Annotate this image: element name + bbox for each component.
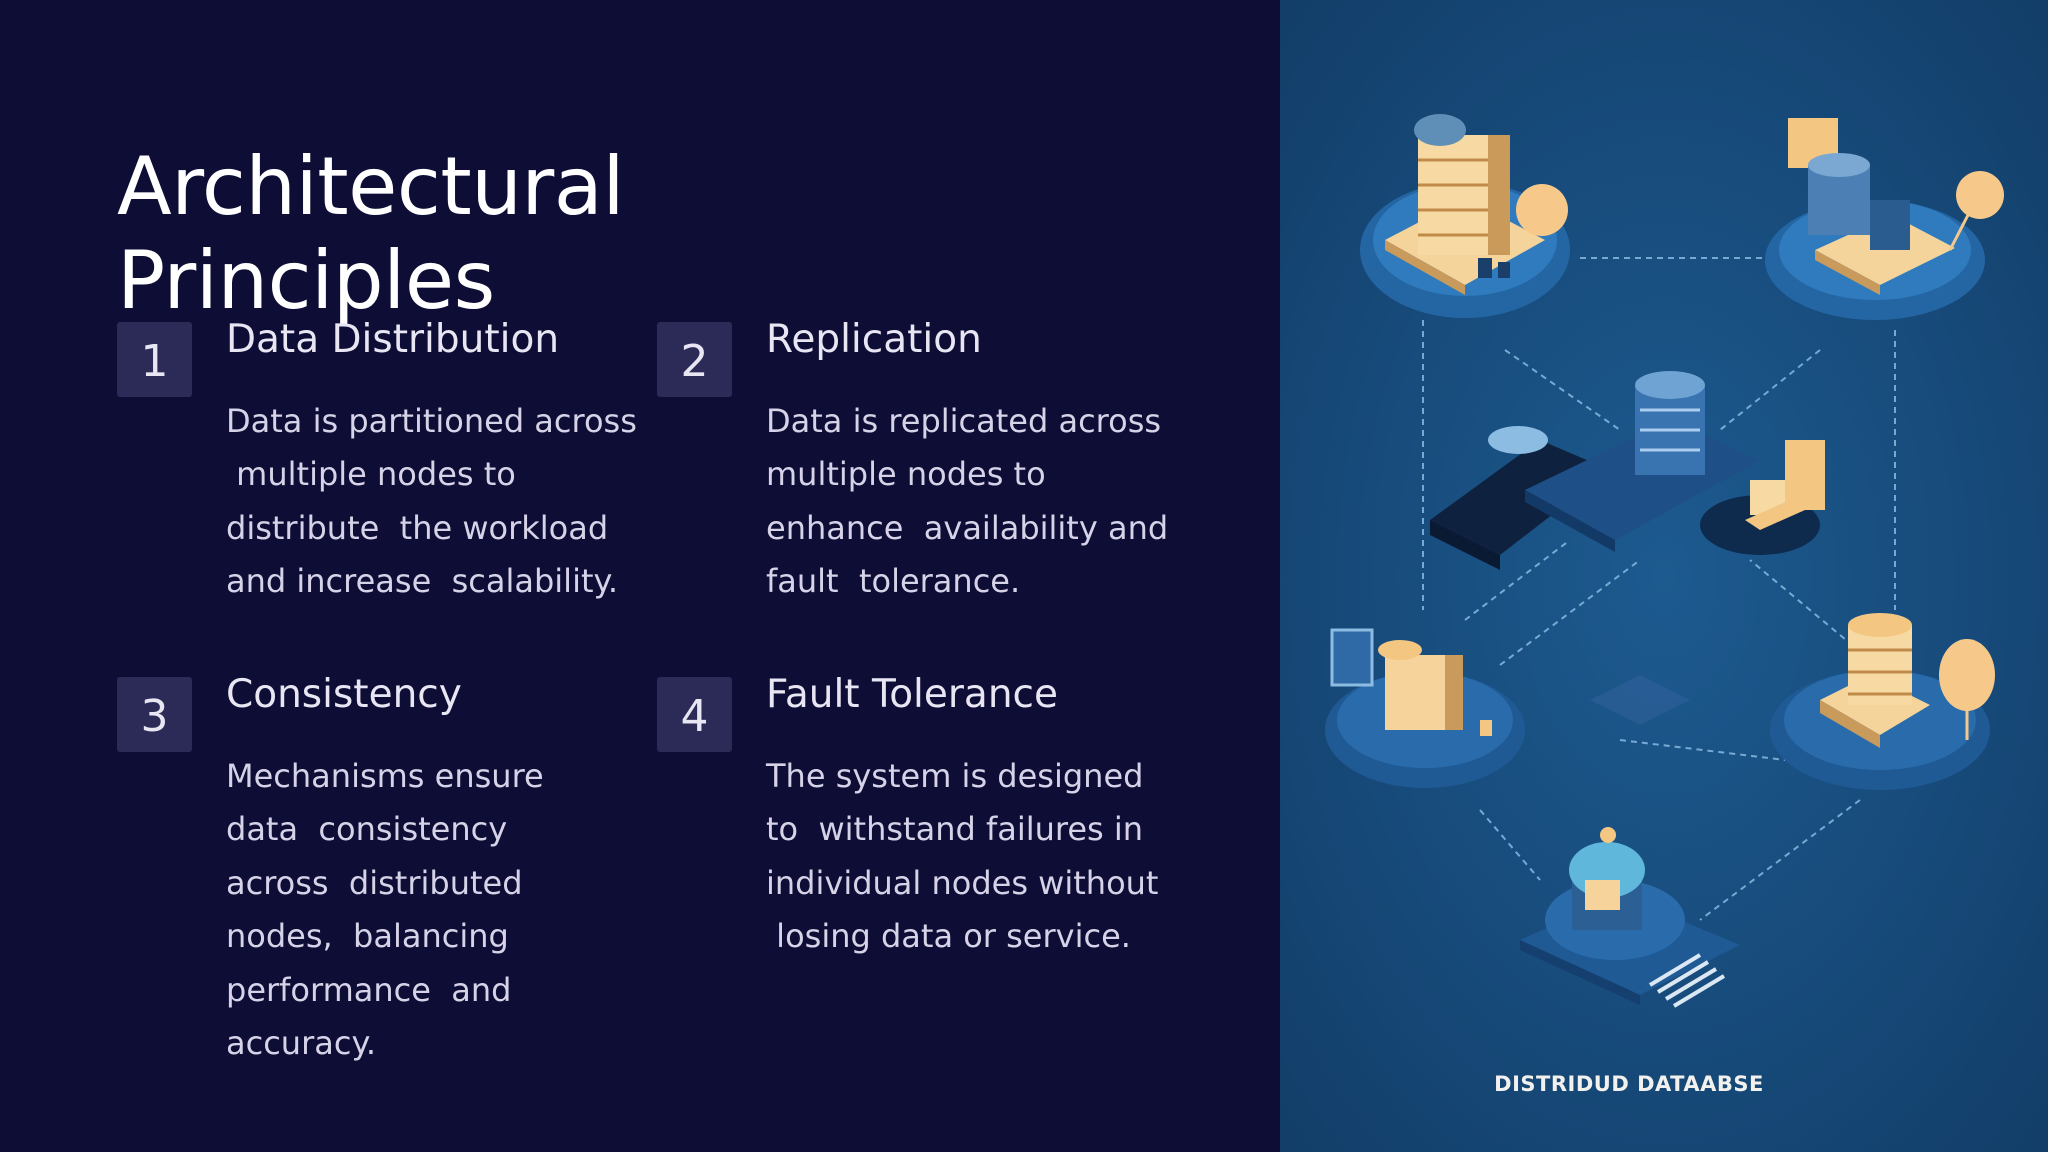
central-hub: [1430, 371, 1825, 570]
network-diagram-art: [1325, 114, 2004, 1008]
principle-heading: Replication: [766, 317, 982, 362]
description-line: Data is replicated across: [766, 402, 1162, 440]
principle-heading: Fault Tolerance: [766, 672, 1058, 717]
description-line: fault tolerance.: [766, 562, 1021, 601]
description-line: across distributed: [226, 863, 523, 902]
principle-number-badge: 1: [117, 322, 192, 397]
principle-description: Mechanisms ensure data consistency acros…: [226, 750, 544, 1070]
description-line: losing data or service.: [766, 917, 1131, 956]
slide-title-line-2: Principles: [117, 234, 495, 327]
server-node-top-left: [1360, 114, 1570, 318]
server-node-right: [1770, 613, 1995, 790]
principle-heading: Data Distribution: [226, 317, 560, 362]
description-line: accuracy.: [226, 1024, 376, 1063]
description-line: to withstand failures in: [766, 810, 1144, 849]
server-node-left: [1325, 628, 1525, 788]
server-node-top-right: [1765, 118, 2004, 320]
principle-description: Data is partitioned across multiple node…: [226, 395, 637, 609]
server-node-bottom: [1520, 827, 1740, 1008]
illustration-caption: DISTRIDUD DATAABSE: [1494, 1072, 1764, 1096]
principle-number-badge: 4: [657, 677, 732, 752]
principle-heading: Consistency: [226, 672, 462, 717]
distributed-database-illustration: DISTRIDUD DATAABSE: [1280, 0, 2048, 1152]
description-line: and increase scalability.: [226, 562, 619, 601]
center-tile: [1590, 675, 1690, 725]
description-line: The system is designed: [766, 757, 1144, 795]
principle-description: Data is replicated across multiple nodes…: [766, 395, 1168, 609]
slide-title-line-1: Architectural: [117, 140, 625, 233]
description-line: Mechanisms ensure: [226, 757, 544, 795]
description-line: performance and: [226, 970, 512, 1009]
principle-number-badge: 3: [117, 677, 192, 752]
description-line: Data is partitioned across: [226, 402, 637, 440]
description-line: nodes, balancing: [226, 917, 509, 956]
description-line: multiple nodes to: [226, 455, 516, 494]
description-line: individual nodes without: [766, 863, 1159, 902]
slide-title: Architectural Principles: [117, 140, 625, 328]
description-line: data consistency: [226, 810, 508, 849]
connector-lines: [1422, 257, 1896, 921]
principle-number-badge: 2: [657, 322, 732, 397]
description-line: distribute the workload: [226, 508, 609, 547]
description-line: enhance availability and: [766, 508, 1169, 547]
description-line: multiple nodes to: [766, 455, 1046, 494]
principle-description: The system is designed to withstand fail…: [766, 750, 1158, 964]
